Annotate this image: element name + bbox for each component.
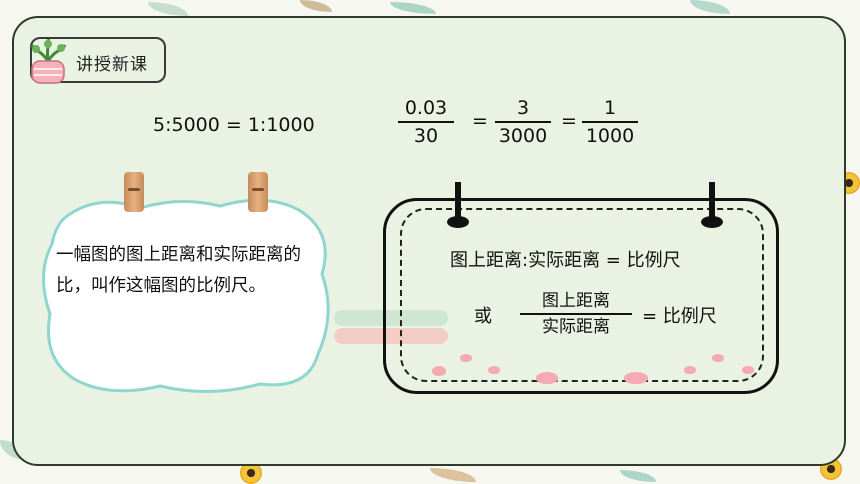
decorative-pill bbox=[334, 310, 448, 326]
hanging-peg-icon bbox=[455, 182, 461, 224]
formula-fraction-denominator: 实际距离 bbox=[542, 316, 610, 337]
ratio-equation: 5:5000 = 1:1000 bbox=[153, 114, 315, 136]
formula-frame bbox=[383, 198, 779, 394]
or-label: 或 bbox=[474, 306, 492, 327]
fraction-bar bbox=[495, 121, 551, 123]
formula-line-two-suffix: = 比例尺 bbox=[642, 306, 717, 327]
leaf-decoration bbox=[300, 0, 332, 12]
leaf-decoration bbox=[148, 2, 188, 16]
fraction-one-numerator: 0.03 bbox=[404, 97, 448, 119]
fraction-bar bbox=[520, 313, 632, 315]
decorative-pill bbox=[334, 328, 448, 344]
fraction-three-denominator: 1000 bbox=[585, 124, 635, 147]
hanging-peg-icon bbox=[709, 182, 715, 224]
equals-sign: = bbox=[561, 110, 577, 132]
section-badge: 讲授新课 bbox=[30, 37, 166, 84]
leaf-decoration bbox=[430, 468, 476, 482]
leaf-decoration bbox=[620, 470, 656, 482]
formula-line-one: 图上距离:实际距离 = 比例尺 bbox=[450, 250, 681, 271]
leaf-decoration bbox=[690, 0, 730, 14]
fraction-two: 3 3000 bbox=[495, 96, 551, 148]
heart-icon bbox=[742, 366, 754, 374]
fraction-two-numerator: 3 bbox=[516, 97, 530, 119]
clothespin-icon bbox=[124, 172, 144, 212]
equals-sign: = bbox=[472, 110, 488, 132]
fraction-bar bbox=[398, 121, 454, 123]
heart-icon bbox=[684, 366, 696, 374]
leaf-decoration bbox=[390, 2, 436, 14]
hanging-peg-icon bbox=[447, 216, 469, 228]
fraction-three: 1 1000 bbox=[582, 96, 638, 148]
definition-cloud-card bbox=[41, 198, 330, 394]
heart-icon bbox=[536, 372, 558, 384]
fraction-bar bbox=[582, 121, 638, 123]
heart-icon bbox=[624, 372, 648, 384]
heart-icon bbox=[488, 366, 500, 374]
heart-icon bbox=[460, 354, 472, 362]
fraction-one: 0.03 30 bbox=[398, 96, 454, 148]
section-title: 讲授新课 bbox=[76, 55, 148, 75]
flower-decoration bbox=[240, 462, 262, 484]
heart-icon bbox=[712, 354, 724, 362]
fraction-two-denominator: 3000 bbox=[498, 124, 548, 147]
fraction-one-denominator: 30 bbox=[413, 124, 439, 147]
hanging-peg-icon bbox=[701, 216, 723, 228]
formula-fraction: 图上距离 实际距离 bbox=[520, 290, 632, 338]
definition-text: 一幅图的图上距离和实际距离的比，叫作这幅图的比例尺。 bbox=[56, 245, 301, 296]
clothespin-icon bbox=[248, 172, 268, 212]
heart-icon bbox=[432, 366, 446, 376]
formula-frame-inner bbox=[400, 208, 764, 382]
formula-fraction-numerator: 图上距离 bbox=[542, 291, 610, 311]
potted-plant-icon bbox=[30, 39, 67, 84]
fraction-three-numerator: 1 bbox=[603, 97, 617, 119]
